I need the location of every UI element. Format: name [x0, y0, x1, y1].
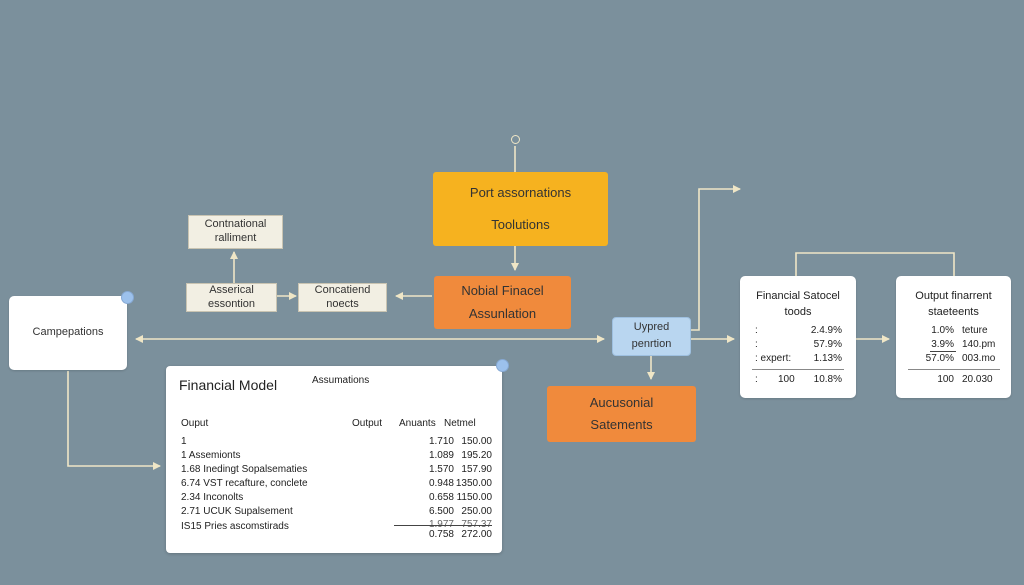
- table-row-amount: 1.570: [428, 464, 454, 475]
- header-output: Output: [352, 418, 383, 429]
- concatiend-line1: Concatiend: [314, 283, 371, 296]
- table-row-label: 1: [181, 436, 187, 447]
- satocel-row-value: 2.4.9%: [810, 325, 842, 336]
- asserical-line2: essontion: [207, 297, 256, 310]
- concatiend-line2: noects: [326, 297, 359, 310]
- connector-campersations-model: [67, 371, 161, 470]
- top-pin-icon: [511, 135, 520, 144]
- table-row-net: 157.90: [461, 464, 492, 475]
- asserical-line1: Asserical: [209, 283, 254, 296]
- table-row-amount: 0.948: [428, 478, 454, 489]
- table-row-net: 1350.00: [455, 478, 492, 489]
- financial-model-subtitle: Assumations: [312, 375, 370, 386]
- satocel-rule: [752, 369, 844, 370]
- satocel-footer-label: :: [755, 374, 758, 385]
- port-assornations-line1: Port assornations: [469, 184, 572, 200]
- table-row-net: 757.37: [452, 519, 492, 530]
- contnational-line1: Contnational: [204, 218, 267, 231]
- uypred-line2: penrtion: [631, 338, 672, 350]
- financial-satocel-card[interactable]: Financial Satocel toods : 2.4.9% : 57.9%…: [740, 276, 856, 398]
- finarrent-rule: [908, 369, 1000, 370]
- satocel-row-label: :: [755, 339, 758, 350]
- campepations-box[interactable]: Campepations: [9, 296, 127, 370]
- concatiend-box[interactable]: Concatiend noects: [298, 283, 387, 312]
- satocel-row-value: 1.13%: [813, 353, 842, 364]
- contnational-box[interactable]: Contnational ralliment: [188, 215, 283, 249]
- table-row-amount: 1.089: [428, 450, 454, 461]
- table-row-label: 1.68 Inedingt Sopalsematies: [181, 464, 308, 475]
- table-row-net: 195.20: [461, 450, 492, 461]
- table-row-label: 6.74 VST recafture, conclete: [181, 478, 308, 489]
- finarrent-row-a: 57.0%: [925, 353, 954, 364]
- finarrent-row-b: 140.pm: [962, 339, 996, 350]
- output-finarrent-card[interactable]: Output finarrent staeteents 1.0% teture …: [896, 276, 1011, 398]
- connector-statement-bracket: [795, 252, 955, 276]
- nobial-line1: Nobial Finacel: [461, 283, 544, 299]
- financial-model-title: Financial Model: [179, 377, 278, 393]
- table-row-amount: 6.500: [428, 506, 454, 517]
- aucusonial-line1: Aucusonial: [589, 394, 654, 410]
- uypred-penrtion-box[interactable]: Uypred penrtion: [612, 317, 691, 356]
- total-amount: 0.758: [428, 529, 454, 540]
- table-row-net: 250.00: [461, 506, 492, 517]
- finarrent-title-line2: staeteents: [928, 306, 979, 318]
- finarrent-row-b: 003.mo: [962, 353, 996, 364]
- nobial-finacel-box[interactable]: Nobial Finacel Assunlation: [434, 276, 571, 329]
- uypred-line1: Uypred: [633, 321, 670, 334]
- satocel-row-label: :: [755, 325, 758, 336]
- satocel-title-line2: toods: [784, 306, 812, 318]
- finarrent-footer-a: 100: [937, 374, 954, 385]
- finarrent-underline: [930, 351, 956, 352]
- finarrent-title-line1: Output finarrent: [915, 290, 992, 302]
- table-row-net: 150.00: [461, 436, 492, 447]
- contnational-line2: ralliment: [214, 232, 257, 244]
- header-amounts: Anuants: [399, 418, 436, 429]
- satocel-row-value: 57.9%: [813, 339, 842, 350]
- financial-model-handle-icon[interactable]: [496, 359, 509, 372]
- table-row-amount: 1.977: [410, 519, 454, 530]
- finarrent-footer-b: 20.030: [962, 374, 993, 385]
- satocel-row-label: : expert:: [755, 353, 792, 364]
- table-row-label: IS15 Pries ascomstirads: [181, 521, 289, 532]
- finarrent-row-a: 1.0%: [931, 325, 954, 336]
- aucusonial-line2: Satements: [590, 417, 653, 432]
- header-netmel: Netmel: [444, 418, 476, 429]
- satocel-title-line1: Financial Satocel: [756, 290, 840, 302]
- asserical-box[interactable]: Asserical essontion: [186, 283, 277, 312]
- financial-model-card[interactable]: Financial Model Assumations Ouput Output…: [166, 366, 502, 553]
- campepations-handle-icon[interactable]: [121, 291, 134, 304]
- total-net: 272.00: [461, 529, 492, 540]
- table-row-label: 1 Assemionts: [181, 450, 241, 461]
- table-row-amount: 0.658: [428, 492, 454, 503]
- finarrent-row-b: teture: [962, 325, 988, 336]
- finarrent-row-a: 3.9%: [931, 339, 954, 350]
- nobial-line2: Assunlation: [468, 305, 537, 321]
- campepations-label: Campepations: [32, 326, 104, 339]
- satocel-footer-a: 100: [778, 374, 795, 385]
- table-row-label: 2.71 UCUK Supalsement: [181, 506, 293, 517]
- table-row-label: 2.34 Inconolts: [181, 492, 244, 503]
- port-assornations-line2: Toolutions: [491, 217, 550, 232]
- aucusonial-box[interactable]: Aucusonial Satements: [547, 386, 696, 442]
- table-row-amount: 1.710: [428, 436, 454, 447]
- port-assornations-box[interactable]: Port assornations Toolutions: [433, 172, 608, 246]
- total-rule: [394, 525, 492, 526]
- connector-uypred-up: [691, 185, 741, 331]
- table-row-net: 1150.00: [456, 492, 492, 503]
- header-label: Ouput: [181, 418, 209, 429]
- satocel-footer-b: 10.8%: [813, 374, 842, 385]
